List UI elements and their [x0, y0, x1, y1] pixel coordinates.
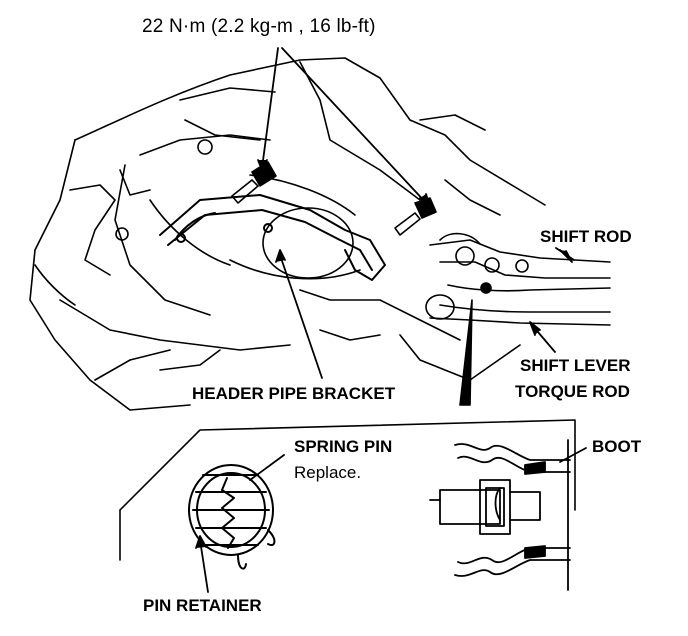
shift-rod-assembly [425, 232, 611, 326]
header-pipe-bracket-label: HEADER PIPE BRACKET [192, 384, 396, 403]
shift-lever-label: SHIFT LEVER [520, 356, 631, 375]
detail-callout [119, 299, 576, 561]
torque-rod-label: TORQUE ROD [515, 382, 630, 401]
shift-rod-label: SHIFT ROD [540, 227, 632, 246]
spring-pin-label: SPRING PIN [294, 437, 393, 456]
header-pipe-bracket-shape [159, 194, 386, 281]
leader-lines [195, 47, 587, 593]
boot-label: BOOT [592, 437, 642, 456]
pin-retainer-detail [188, 464, 276, 570]
boot-detail [429, 439, 571, 591]
spring-pin-note: Replace. [294, 463, 362, 482]
pin-retainer-label: PIN RETAINER [143, 596, 262, 615]
torque-spec-label: 22 N·m (2.2 kg-m , 16 lb-ft) [142, 16, 376, 37]
transmission-housing [29, 57, 546, 411]
